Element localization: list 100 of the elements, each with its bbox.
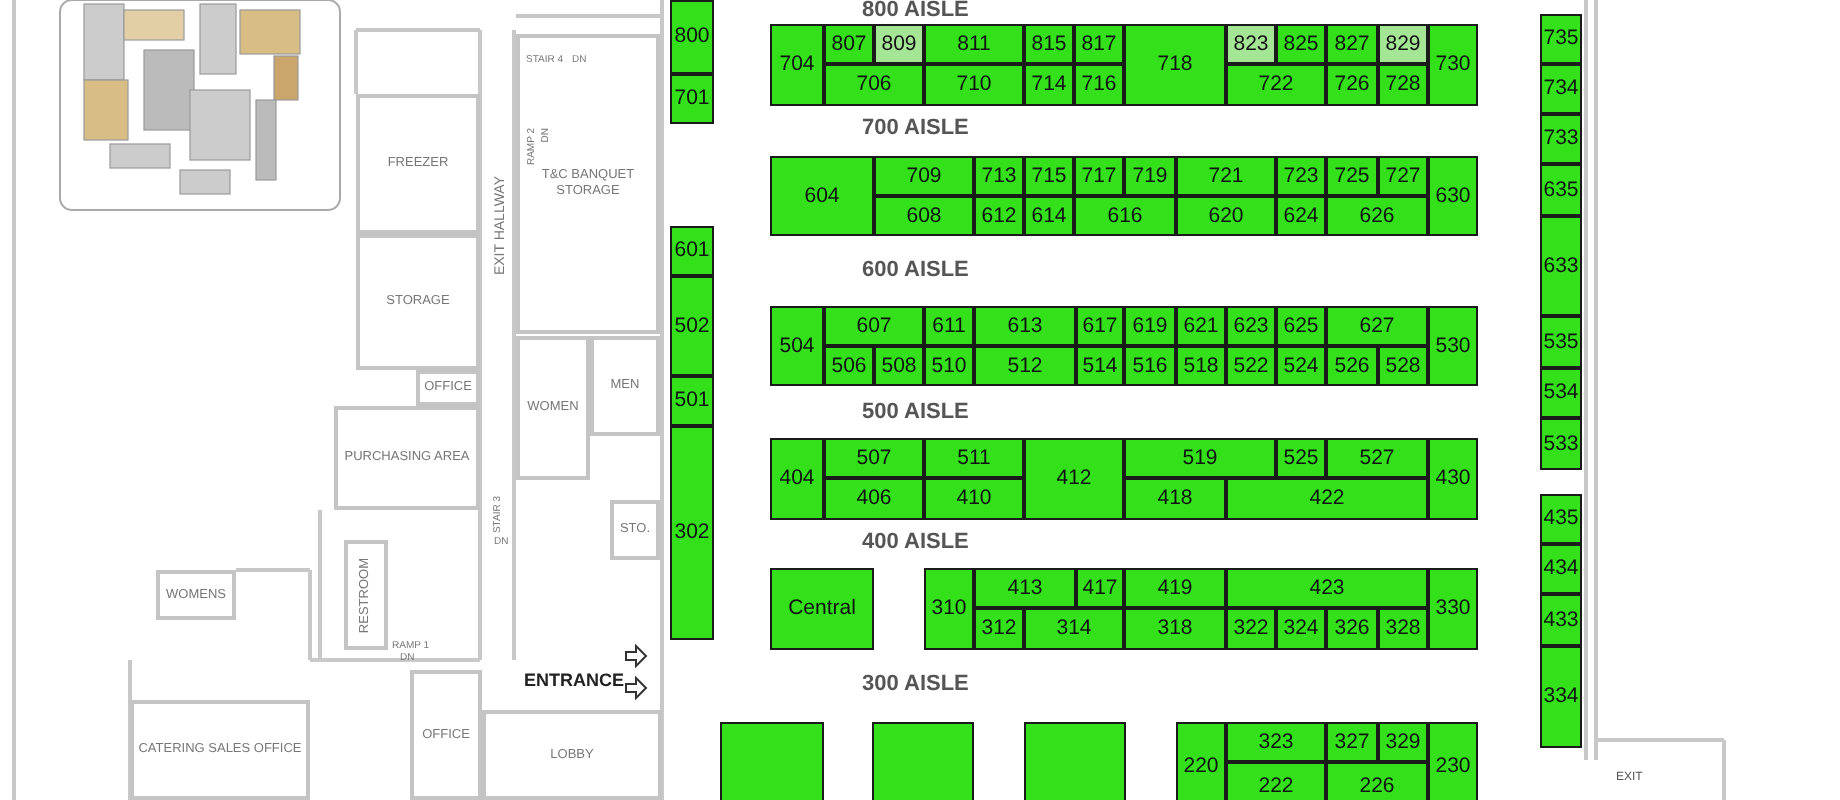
booth-number: 612 — [981, 205, 1017, 227]
booth-number: 817 — [1081, 33, 1117, 55]
booth-box — [720, 722, 824, 800]
booth-number: 620 — [1208, 205, 1244, 227]
booth-number: 418 — [1157, 488, 1193, 510]
booth-box — [1540, 216, 1582, 316]
booth-box — [1428, 24, 1478, 106]
room-outline — [516, 34, 660, 334]
booth-box — [924, 306, 974, 346]
booth-number: 704 — [779, 54, 815, 76]
booth-number: 611 — [932, 315, 966, 337]
booth-number: 807 — [831, 33, 867, 55]
booth-box — [974, 196, 1024, 236]
booth-box — [1378, 608, 1428, 650]
room-outline — [334, 406, 480, 510]
booth-box — [1124, 438, 1276, 478]
room-outline — [410, 670, 482, 800]
booth-box — [1540, 114, 1582, 164]
booth-number: 323 — [1258, 731, 1294, 753]
booth-number: 502 — [674, 315, 710, 337]
booth-number: 433 — [1543, 609, 1579, 631]
booth-number: 302 — [674, 522, 710, 544]
booth-number: 508 — [881, 355, 917, 377]
booth-box — [1226, 608, 1276, 650]
booth-box — [770, 306, 824, 386]
booth-box — [1276, 346, 1326, 386]
booth-number: 709 — [906, 165, 942, 187]
booth-number: 310 — [931, 598, 967, 620]
booth-box — [1024, 196, 1074, 236]
booth-number: 329 — [1385, 731, 1421, 753]
booth-box — [1176, 156, 1276, 196]
booth-number: 728 — [1385, 74, 1421, 96]
booth-number: 434 — [1543, 558, 1579, 580]
room-outline — [516, 336, 590, 480]
booth-box — [1024, 24, 1074, 64]
booth-box — [1226, 306, 1276, 346]
booth-box — [1024, 722, 1126, 800]
booth-number: 526 — [1334, 355, 1370, 377]
booth-box — [1124, 306, 1176, 346]
booth-box — [1378, 722, 1428, 762]
room-outline — [356, 94, 480, 234]
booth-number: 419 — [1157, 577, 1193, 599]
booth-box — [1428, 306, 1478, 386]
booth-number: 430 — [1435, 468, 1471, 490]
room-outline — [344, 540, 388, 650]
booth-box — [1074, 156, 1124, 196]
booth-number: 713 — [981, 165, 1017, 187]
booth-number: 625 — [1283, 315, 1319, 337]
booth-number: 222 — [1258, 776, 1294, 798]
booth-box — [924, 346, 974, 386]
booth-box — [924, 24, 1024, 64]
booth-box — [824, 64, 924, 106]
booth-number: 633 — [1543, 255, 1579, 277]
booth-number: 334 — [1543, 686, 1579, 708]
aisle-label: 800 AISLE — [862, 0, 969, 22]
booth-box — [872, 722, 974, 800]
booth-number: 725 — [1334, 165, 1370, 187]
booth-box — [924, 64, 1024, 106]
booth-number: 226 — [1359, 776, 1395, 798]
booth-box — [1226, 64, 1326, 106]
booth-number: 314 — [1056, 618, 1092, 640]
booth-number: 535 — [1543, 331, 1579, 353]
booth-box — [1276, 24, 1326, 64]
booth-number: 800 — [674, 26, 710, 48]
booth-number: 524 — [1283, 355, 1319, 377]
booth-number: 330 — [1435, 598, 1471, 620]
booth-number: 715 — [1031, 165, 1067, 187]
booth-number: 501 — [674, 390, 710, 412]
booth-number: 726 — [1334, 74, 1370, 96]
booth-box — [1540, 14, 1582, 64]
booth-box — [874, 196, 974, 236]
booth-number: 528 — [1385, 355, 1421, 377]
booth-box — [670, 0, 714, 74]
booth-box — [1378, 64, 1428, 106]
booth-box — [1226, 722, 1326, 762]
booth-box — [824, 346, 874, 386]
booth-number: 614 — [1031, 205, 1067, 227]
booth-box — [924, 438, 1024, 478]
booth-number: 607 — [856, 315, 892, 337]
booth-box — [1378, 24, 1428, 64]
booth-box — [974, 346, 1076, 386]
booth-box — [1276, 306, 1326, 346]
booth-number: 730 — [1435, 54, 1471, 76]
booth-number: 318 — [1157, 618, 1193, 640]
booth-number: 617 — [1082, 315, 1118, 337]
booth-box — [1540, 646, 1582, 748]
booth-number: Central — [788, 598, 856, 620]
booth-number: 312 — [981, 618, 1017, 640]
booth-box — [1540, 64, 1582, 114]
booth-box — [1226, 24, 1276, 64]
booth-box — [1540, 594, 1582, 646]
booth-box — [1024, 64, 1074, 106]
booth-box — [1024, 608, 1124, 650]
booth-box — [874, 156, 974, 196]
booth-number: 412 — [1056, 468, 1092, 490]
booth-number: 608 — [906, 205, 942, 227]
booth-box — [1226, 568, 1428, 608]
booth-number: 422 — [1309, 488, 1345, 510]
room-outline — [356, 234, 480, 370]
booth-box — [1326, 306, 1428, 346]
